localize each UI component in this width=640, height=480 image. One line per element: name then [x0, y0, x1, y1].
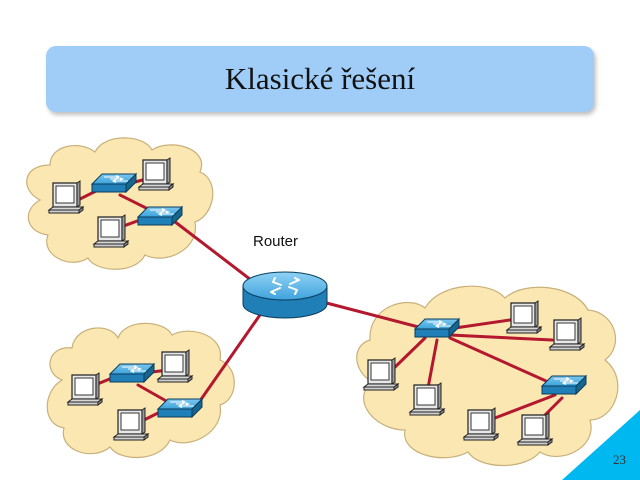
link-router-bottom-switch: [193, 310, 264, 410]
switch-icon: [414, 318, 460, 338]
computer-icon: [363, 357, 399, 391]
computer-icon: [93, 214, 129, 248]
link-r-sw1-pc1: [453, 318, 512, 330]
link-r-sw2-pc5: [493, 393, 557, 420]
computer-icon: [67, 372, 103, 406]
switch-icon: [109, 363, 155, 383]
computer-icon: [113, 407, 149, 441]
computer-icon: [463, 407, 499, 441]
switch-icon: [91, 173, 137, 193]
computer-icon: [48, 180, 84, 214]
link-tl-sw1-sw2: [118, 193, 152, 212]
corner-decoration: [562, 410, 640, 480]
page-number: 23: [613, 452, 626, 467]
computer-icon: [138, 157, 174, 191]
switch-icon: [137, 206, 183, 226]
links: [76, 176, 564, 424]
router-icon: [242, 271, 328, 319]
link-r-sw1-sw2: [448, 336, 557, 387]
title-box: Klasické řešení: [46, 46, 594, 112]
link-router-right-switch: [313, 298, 432, 332]
link-r-sw1-pc2: [448, 333, 554, 342]
computer-icon: [506, 300, 542, 334]
link-bl-sw1-sw2: [136, 383, 170, 404]
switch-icon: [541, 375, 587, 395]
computer-icon: [157, 349, 193, 383]
computer-icon: [549, 317, 585, 351]
link-r-sw1-pc4: [426, 338, 439, 390]
computer-icon: [517, 412, 553, 446]
computer-icon: [409, 382, 445, 416]
slide-title: Klasické řešení: [224, 61, 416, 96]
link-router-top-switch: [168, 216, 257, 285]
switch-icon: [157, 398, 203, 418]
link-r-sw1-pc3: [390, 336, 427, 372]
router-label: Router: [253, 233, 298, 250]
